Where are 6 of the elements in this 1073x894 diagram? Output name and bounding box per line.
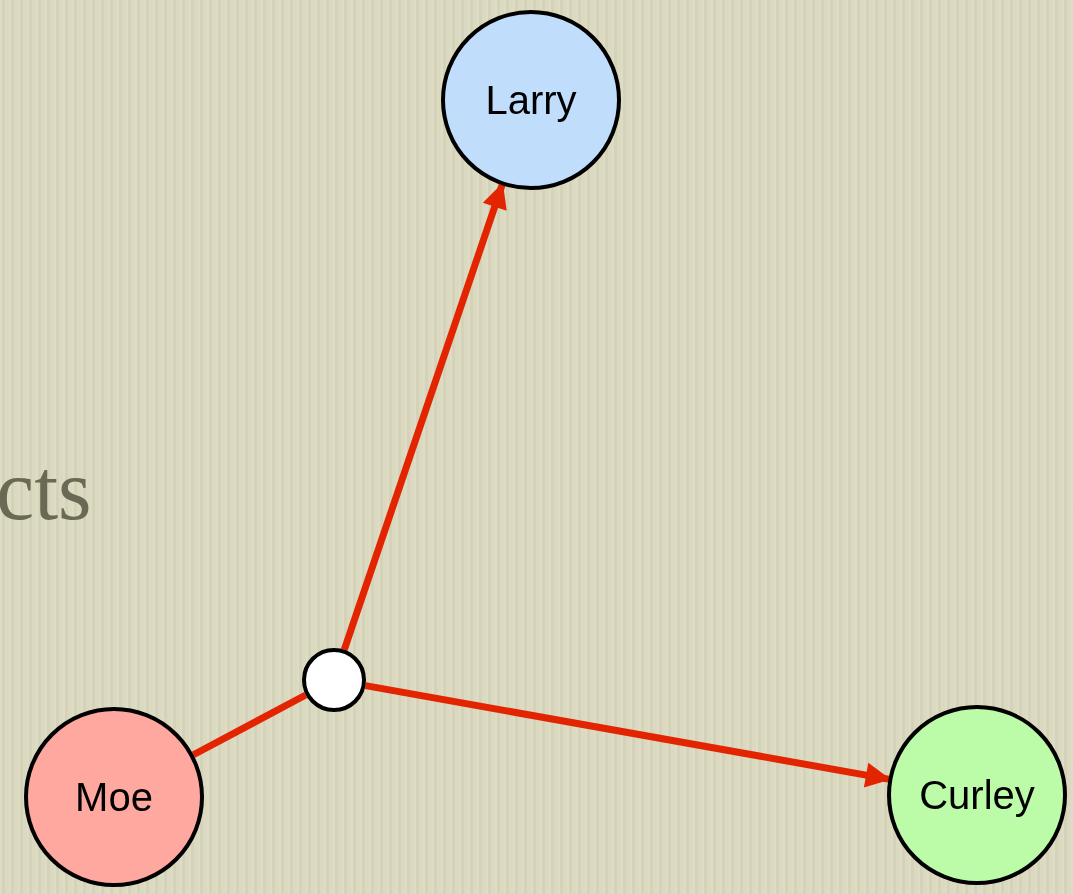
arrow — [340, 182, 507, 651]
node-label: Larry — [485, 77, 577, 123]
junction-circle — [302, 648, 366, 712]
arrow — [364, 682, 891, 788]
node-label: Curley — [919, 772, 1035, 818]
node-label: Moe — [75, 774, 153, 820]
